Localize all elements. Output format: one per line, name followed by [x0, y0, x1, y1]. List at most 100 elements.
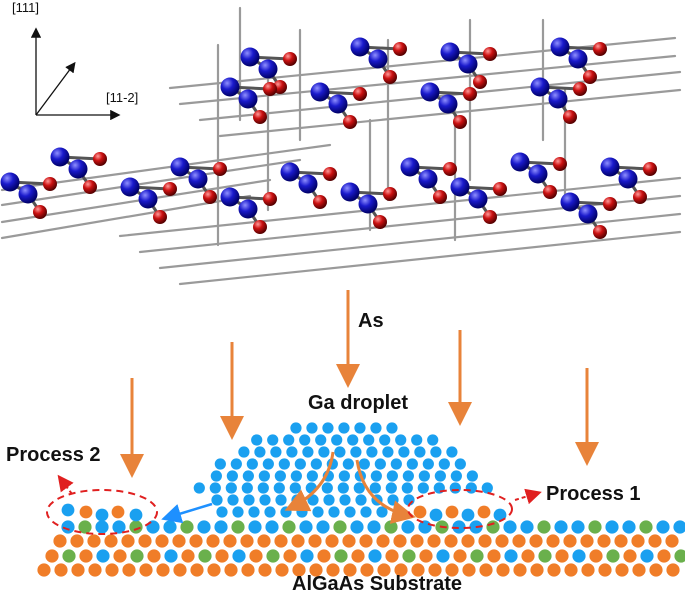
ga-droplet-atom	[226, 470, 238, 482]
substrate-atom	[241, 563, 255, 577]
process-2-arrow	[57, 474, 74, 495]
adatom	[129, 508, 143, 522]
substrate-atom	[206, 534, 220, 548]
substrate-atom	[172, 534, 186, 548]
ga-droplet-atom	[251, 434, 263, 446]
ga-atom	[468, 189, 488, 209]
substrate-atom	[656, 520, 670, 534]
ga-droplet-atom	[449, 482, 461, 494]
substrate-atom	[333, 520, 347, 534]
substrate-atom	[411, 563, 425, 577]
substrate-atom	[232, 549, 246, 563]
ga-droplet-atom	[232, 506, 244, 518]
ga-droplet-atom	[312, 506, 324, 518]
ga-droplet	[193, 422, 493, 518]
ga-droplet-atom	[406, 458, 418, 470]
substrate-atom	[88, 563, 102, 577]
ga-droplet-atom	[289, 482, 301, 494]
substrate-atom	[139, 563, 153, 577]
ga-droplet-atom	[306, 470, 318, 482]
substrate-atom	[513, 563, 527, 577]
adatom	[429, 508, 443, 522]
as-atom	[163, 182, 177, 196]
ga-atom	[368, 49, 388, 69]
substrate-atom	[248, 520, 262, 534]
substrate-atom	[317, 549, 331, 563]
ga-droplet-atom	[262, 458, 274, 470]
substrate-atom	[62, 549, 76, 563]
substrate-atom	[316, 520, 330, 534]
substrate-atom	[215, 549, 229, 563]
axis-11-2-label: [11-2]	[106, 90, 139, 105]
ga-droplet-atom	[454, 458, 466, 470]
ga-droplet-atom	[248, 506, 260, 518]
ga-droplet-atom	[338, 422, 350, 434]
ga-droplet-atom	[216, 506, 228, 518]
substrate-atom	[61, 520, 75, 534]
as-atom	[283, 52, 297, 66]
ga-atom	[0, 172, 20, 192]
ga-droplet-atom	[257, 482, 269, 494]
ga-droplet-atom	[390, 458, 402, 470]
ga-droplet-atom	[273, 482, 285, 494]
ga-droplet-atom	[379, 434, 391, 446]
substrate-atom	[105, 563, 119, 577]
substrate-atom	[308, 534, 322, 548]
ga-droplet-atom	[355, 494, 367, 506]
substrate-atom	[631, 534, 645, 548]
ga-droplet-atom	[306, 422, 318, 434]
adatom	[493, 508, 507, 522]
substrate-atom	[121, 534, 135, 548]
substrate-atom	[563, 534, 577, 548]
substrate-atom	[401, 520, 415, 534]
ga-atom	[450, 177, 470, 197]
substrate-atom	[37, 563, 51, 577]
ga-droplet-atom	[275, 494, 287, 506]
ga-droplet-atom	[481, 482, 493, 494]
as-atom	[583, 70, 597, 84]
substrate-atom	[266, 549, 280, 563]
substrate-atom	[79, 549, 93, 563]
ga-droplet-atom	[387, 494, 399, 506]
substrate-atom	[673, 520, 685, 534]
lattice-bond	[118, 176, 682, 238]
substrate-atom	[632, 563, 646, 577]
substrate-atom	[428, 563, 442, 577]
substrate-atom	[180, 520, 194, 534]
substrate-atom	[419, 549, 433, 563]
ga-atom	[138, 189, 158, 209]
substrate-atom	[461, 534, 475, 548]
substrate-atom	[147, 549, 161, 563]
substrate-atom	[350, 520, 364, 534]
substrate-atom	[300, 549, 314, 563]
ga-droplet-atom	[230, 458, 242, 470]
substrate-atom	[546, 534, 560, 548]
ga-droplet-atom	[302, 446, 314, 458]
process-2-region	[46, 489, 158, 535]
ga-droplet-atom	[286, 446, 298, 458]
diffusion-arrow-right	[355, 459, 416, 524]
as-atom	[433, 190, 447, 204]
substrate-atom	[343, 563, 357, 577]
substrate-atom	[207, 563, 221, 577]
ga-atom	[530, 77, 550, 97]
as-atom	[483, 47, 497, 61]
substrate-atom	[504, 549, 518, 563]
substrate-atom	[394, 563, 408, 577]
ga-droplet-atom	[337, 482, 349, 494]
ga-droplet-label: Ga droplet	[308, 392, 409, 414]
as-atom	[453, 115, 467, 129]
ga-droplet-atom	[422, 458, 434, 470]
ga-atom	[568, 49, 588, 69]
as-atom	[543, 185, 557, 199]
substrate-atom	[249, 549, 263, 563]
substrate-atom	[283, 549, 297, 563]
ga-droplet-atom	[382, 446, 394, 458]
substrate-atom	[581, 563, 595, 577]
substrate-atom	[376, 534, 390, 548]
substrate-atom	[95, 520, 109, 534]
lattice-bond	[0, 178, 272, 224]
substrate-atom	[71, 563, 85, 577]
ga-atom	[280, 162, 300, 182]
substrate-atom	[53, 534, 67, 548]
